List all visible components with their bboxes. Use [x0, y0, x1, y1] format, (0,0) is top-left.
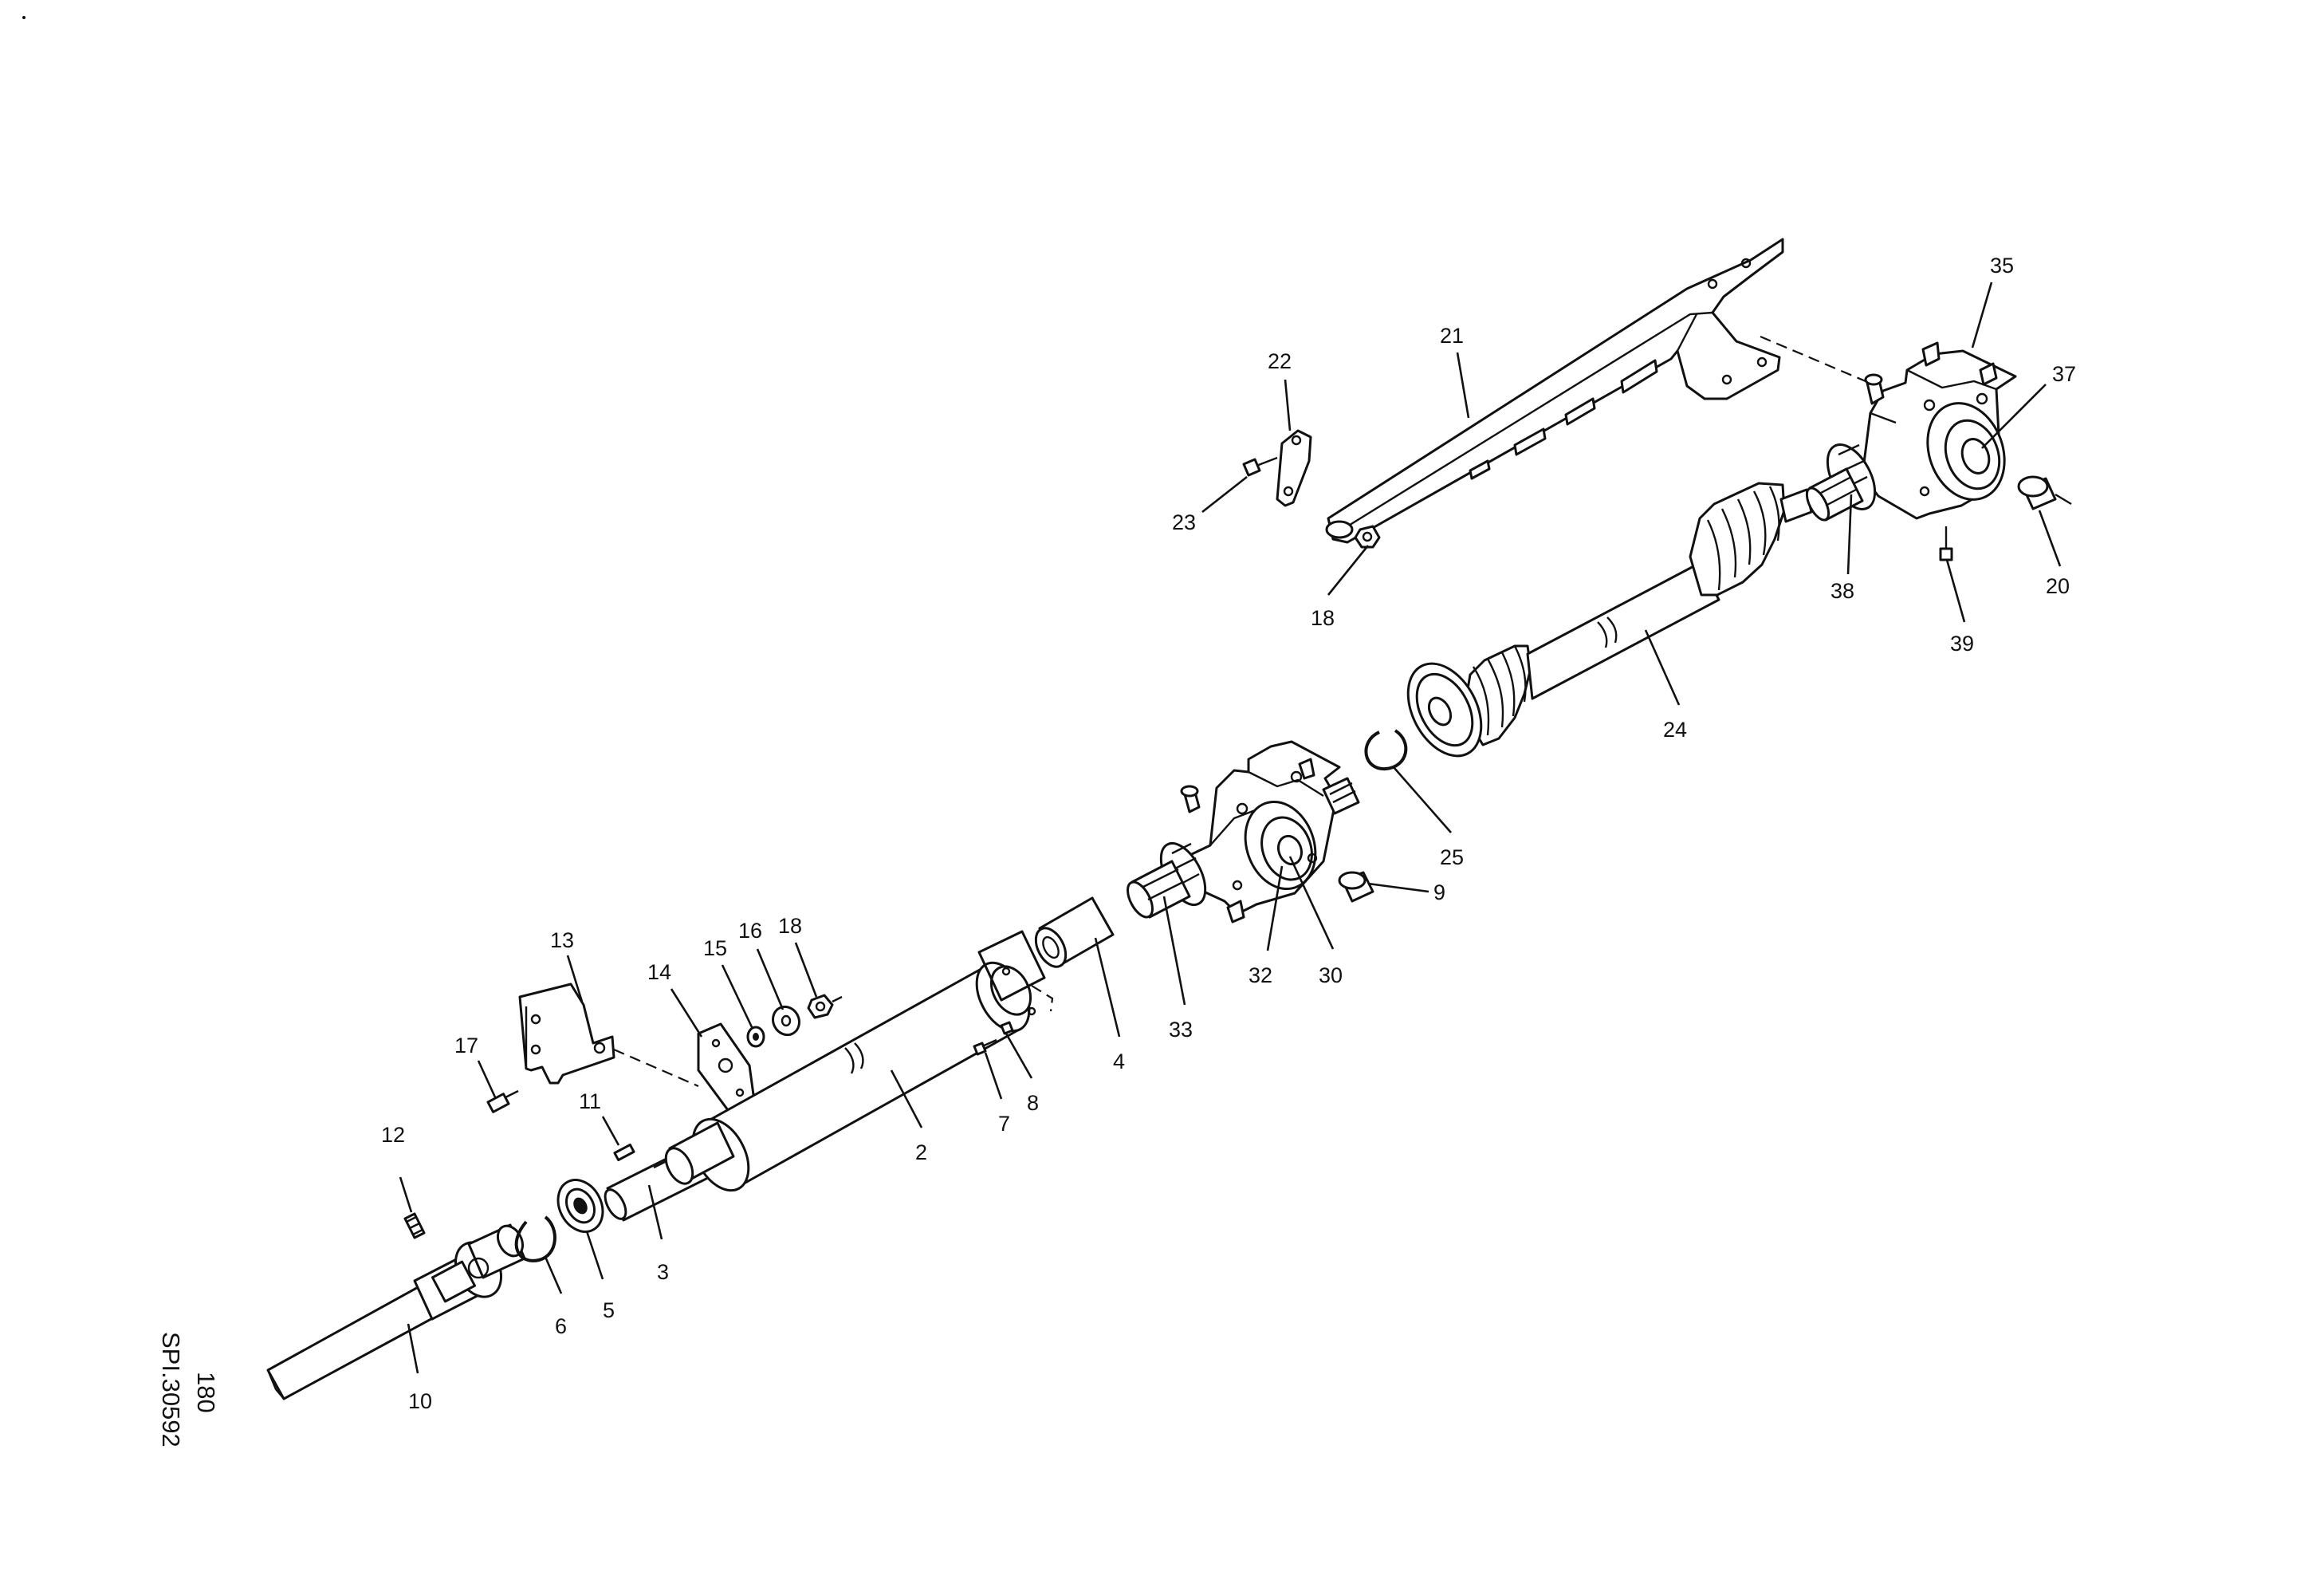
- drawing-reference: 180 SPI.30592: [157, 1332, 220, 1447]
- input-shaft-38: [1805, 467, 1864, 522]
- callout-24: 24: [1663, 718, 1687, 742]
- coupling-sleeve-4: [1034, 896, 1115, 968]
- callout-33: 33: [1169, 1018, 1193, 1042]
- bolt-17: [486, 1089, 519, 1113]
- drawing-ref-top: 180: [192, 1372, 220, 1413]
- callout-18b: 18: [1311, 606, 1335, 630]
- callout-38: 38: [1830, 579, 1854, 603]
- drive-shaft-10: [266, 1223, 526, 1400]
- washer-16: [772, 1005, 800, 1037]
- set-screw-12: [403, 1212, 426, 1239]
- callout-8: 8: [1027, 1091, 1039, 1115]
- leader-lines: [399, 282, 2062, 1374]
- corner-dot: [22, 16, 26, 19]
- callout-7: 7: [998, 1112, 1010, 1136]
- callout-9: 9: [1433, 880, 1445, 904]
- callout-23: 23: [1172, 510, 1196, 534]
- callout-37: 37: [2052, 362, 2076, 386]
- callout-18a: 18: [778, 914, 802, 938]
- gearbox-35: [1861, 341, 2017, 520]
- nut-8: [1000, 1021, 1014, 1035]
- arm-21: [1325, 238, 1784, 544]
- tube-2: [664, 930, 1046, 1192]
- callout-20: 20: [2046, 574, 2070, 598]
- callout-13: 13: [550, 928, 574, 952]
- callout-14: 14: [647, 960, 671, 984]
- nut-18a: [807, 994, 843, 1019]
- bearing-5: [556, 1179, 604, 1233]
- callout-32: 32: [1249, 963, 1272, 987]
- input-shaft-33: [1127, 860, 1191, 919]
- bolt-23: [1242, 456, 1278, 477]
- circlip-25: [1364, 729, 1408, 771]
- bolt-7: [973, 1038, 997, 1056]
- callout-12: 12: [381, 1123, 405, 1147]
- callout-21: 21: [1440, 324, 1464, 348]
- callout-25: 25: [1440, 845, 1464, 869]
- callout-39: 39: [1950, 632, 1974, 656]
- callout-22: 22: [1268, 349, 1292, 373]
- key-11: [613, 1143, 635, 1162]
- callout-4: 4: [1113, 1050, 1125, 1073]
- callout-15: 15: [703, 936, 727, 960]
- callout-30: 30: [1319, 963, 1343, 987]
- cap-20: [2017, 475, 2072, 510]
- plug-39: [1939, 526, 1953, 561]
- nut-18b: [1354, 525, 1381, 549]
- callout-2: 2: [915, 1140, 927, 1164]
- cap-9: [1338, 871, 1374, 903]
- callout-10: 10: [408, 1389, 432, 1413]
- callout-11: 11: [579, 1089, 601, 1113]
- callout-6: 6: [555, 1314, 567, 1338]
- callout-16: 16: [738, 919, 762, 943]
- gearbox-30: [1175, 740, 1360, 924]
- drawing-ref-bottom: SPI.30592: [157, 1332, 185, 1447]
- callout-labels: 10 12 6 5 3 11 17 13 14 15 16 18 2 7 8 4…: [381, 254, 2076, 1413]
- callout-3: 3: [657, 1260, 669, 1284]
- bellows-shaft-24: [1406, 482, 1813, 758]
- circlip-6: [514, 1215, 556, 1262]
- nut-15: [746, 1026, 765, 1048]
- link-22: [1276, 429, 1312, 507]
- bracket-13: [518, 983, 615, 1085]
- callout-35: 35: [1990, 254, 2014, 278]
- callout-17: 17: [454, 1034, 478, 1057]
- callout-5: 5: [603, 1298, 615, 1322]
